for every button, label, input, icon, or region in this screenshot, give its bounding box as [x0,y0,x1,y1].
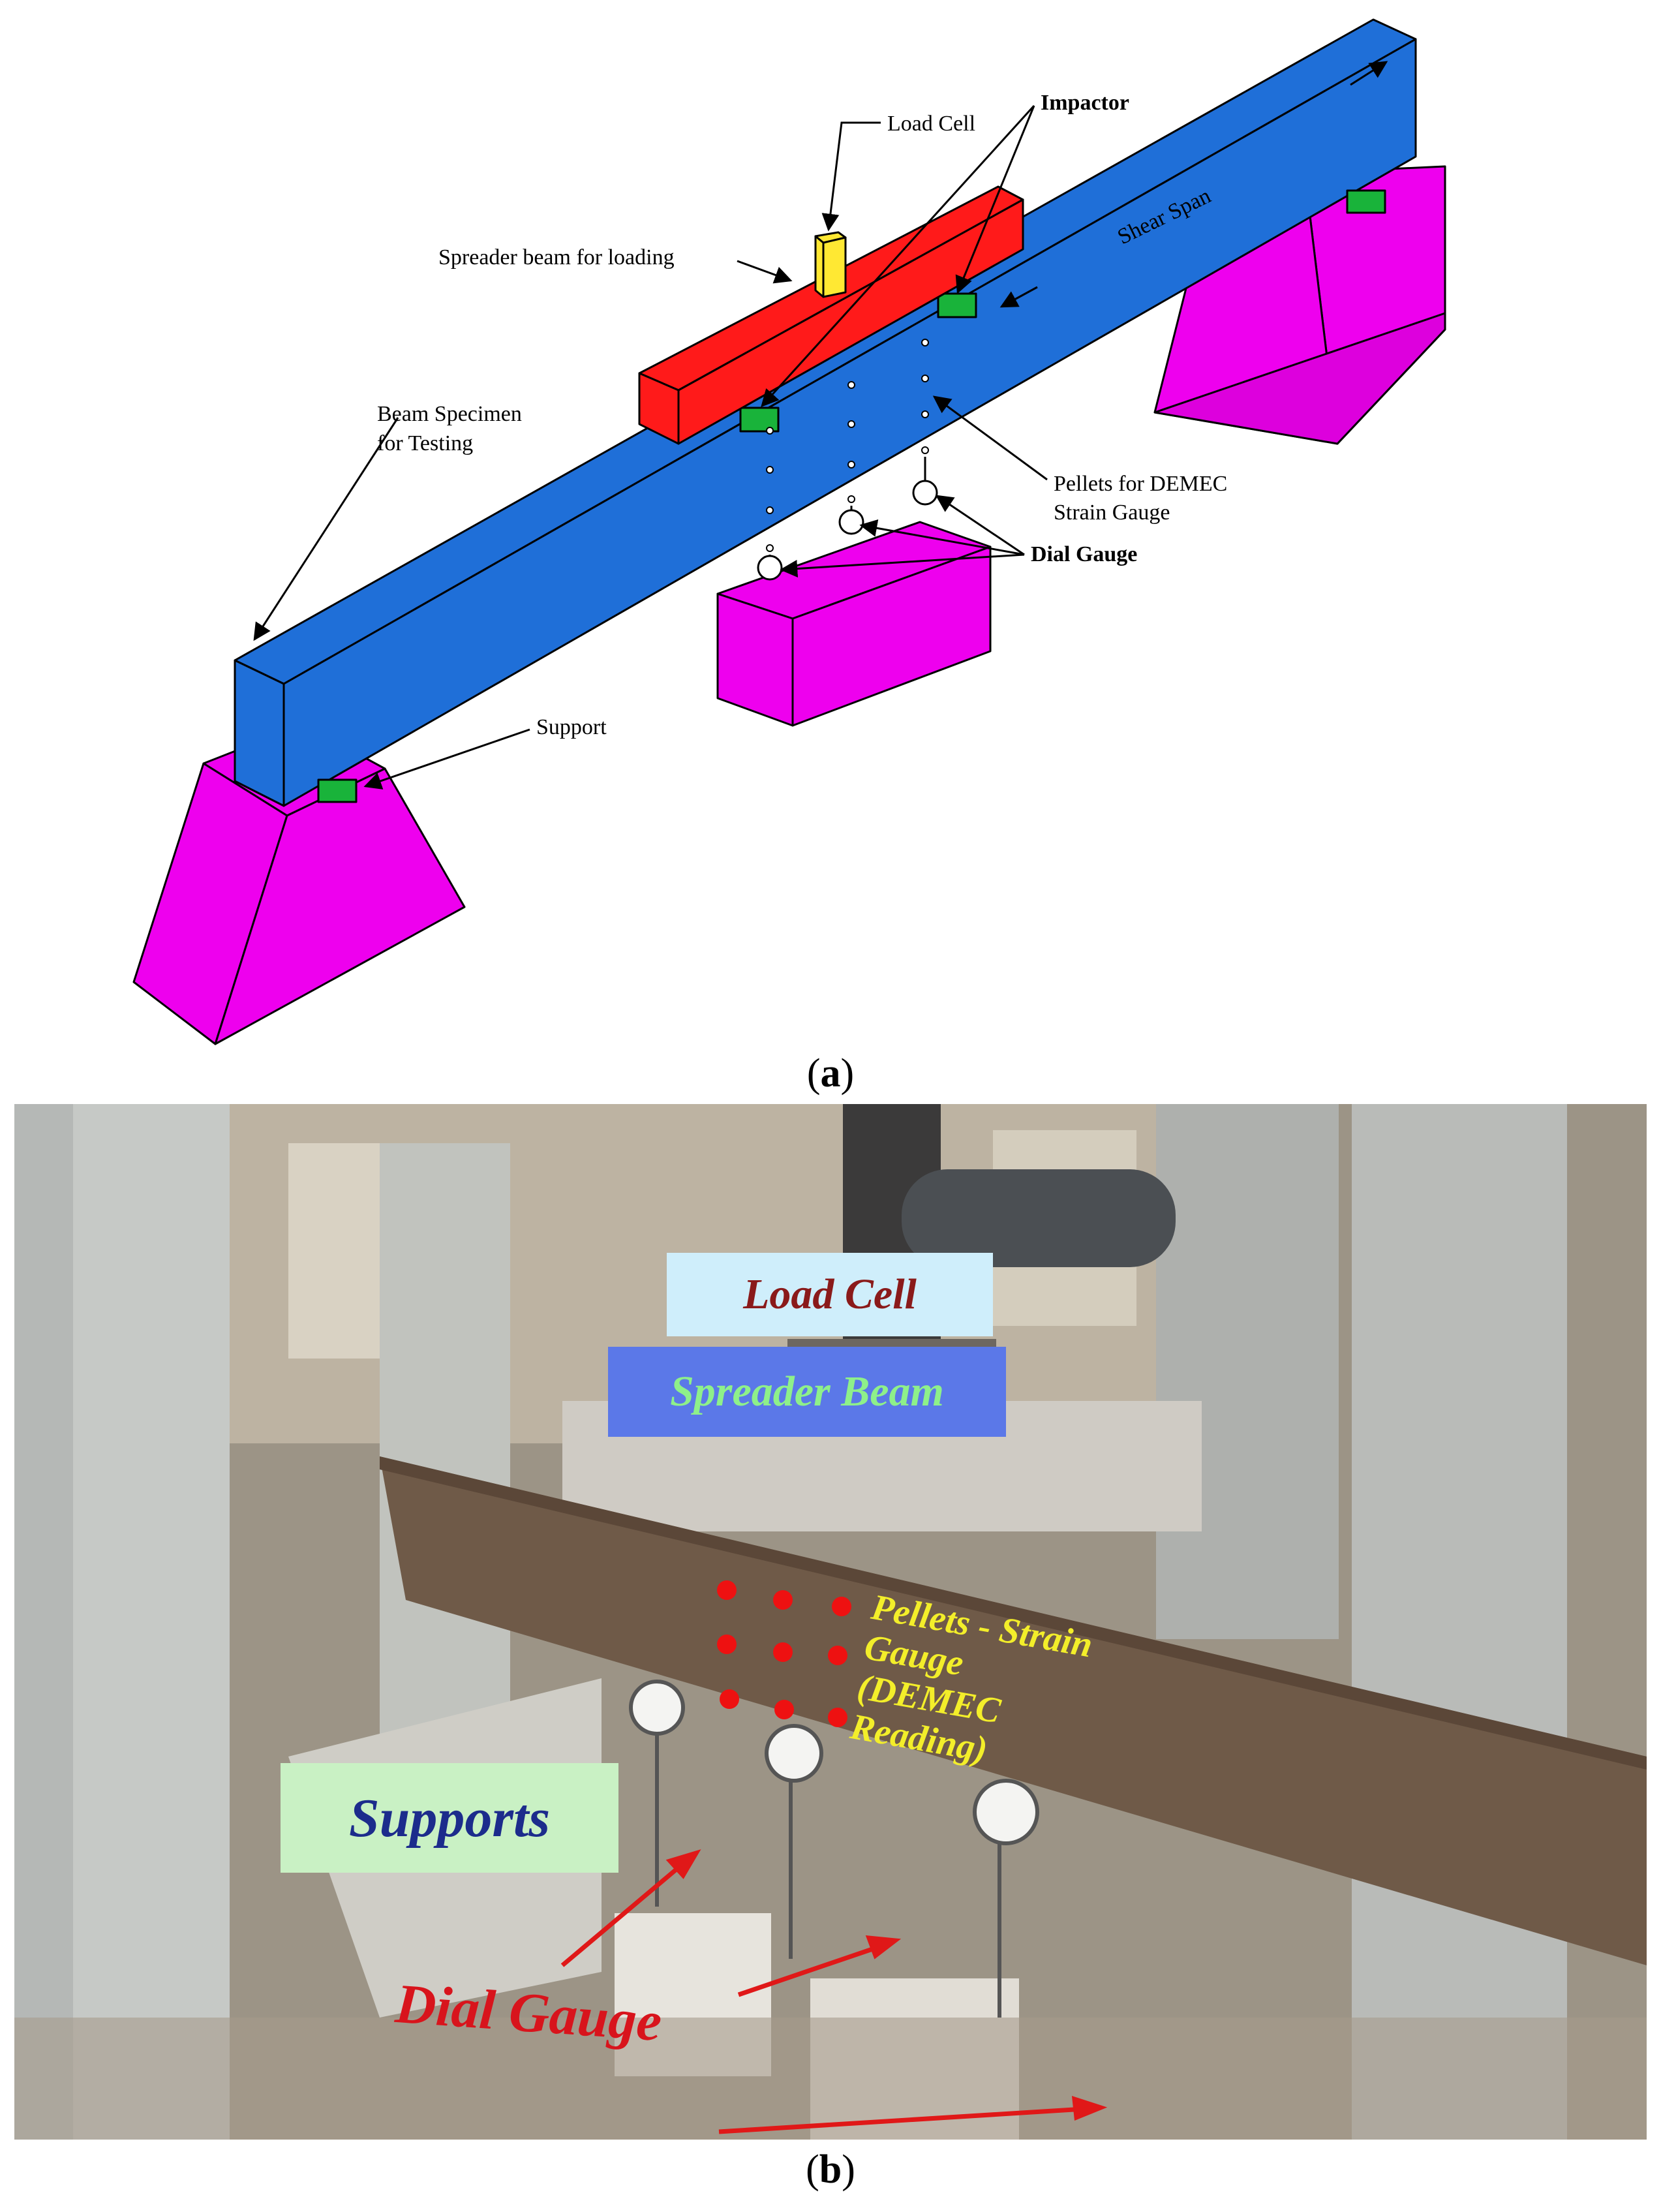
label-pellets-2: Strain Gauge [1054,500,1170,525]
beam-test-schematic: Load Cell Impactor Spreader beam for loa… [132,18,1446,1045]
pellet-dot [828,1708,847,1727]
impactor-left [739,407,780,433]
dial-gauge-icon [912,480,938,506]
pellet-dot [773,1642,793,1662]
dial-gauge-arrows [560,1849,1108,2134]
label-impactor: Impactor [1041,91,1129,115]
annotation-spreader-beam: Spreader Beam [608,1347,1006,1437]
dial-gauge-icon [973,1779,1039,1845]
pellet [766,466,774,474]
label-support: Support [536,715,607,739]
dial-gauge-icon [757,555,783,581]
pellet [847,461,855,469]
label-beam-specimen-1: Beam Specimen [377,402,522,426]
label-spreader-beam: Spreader beam for loading [438,245,675,269]
right-support-block [1153,165,1446,445]
pellet [847,420,855,428]
pellet [847,381,855,389]
dial-gauges [757,457,938,581]
dial-gauge-stand-block [716,521,992,727]
pellet-dot [832,1597,851,1616]
lab-photo-scene [14,1104,1647,2140]
caption-a: (a) [806,1051,855,1096]
pellet [766,427,774,435]
caption-a-letter: a [820,1051,841,1096]
pellet-dot [717,1580,737,1600]
pellet-dot [720,1689,739,1709]
label-beam-specimen-2: for Testing [377,431,473,455]
bearing-right [1346,189,1386,214]
pellet [921,375,929,382]
pellet [921,446,929,454]
bearing-left [317,778,358,803]
caption-b-letter: b [819,2147,842,2192]
caption-b: (b) [806,2147,855,2192]
beam-specimen-photo [380,1456,1647,1965]
pellet-dots [717,1580,851,1727]
load-cell-block [814,231,847,298]
pellet-dot [828,1646,847,1665]
pellet-dot [773,1590,793,1610]
annotation-load-cell: Load Cell [667,1253,993,1336]
pellet-dot [717,1635,737,1654]
pellet [766,506,774,514]
label-dial-gauge: Dial Gauge [1031,542,1137,566]
demec-pellets [766,339,929,552]
lab-photo: Load Cell Spreader Beam Supports Pellets… [14,1104,1647,2140]
pellet [847,495,855,503]
pellet-dot [774,1700,794,1719]
dial-gauge-icon [629,1680,685,1736]
annotation-supports: Supports [281,1763,618,1873]
pellet [766,544,774,552]
impactor-right [937,292,977,318]
label-load-cell: Load Cell [887,112,975,136]
label-pellets-1: Pellets for DEMEC [1054,472,1227,496]
pellet [921,339,929,346]
dial-gauge-icon [765,1724,823,1783]
pellet [921,410,929,418]
dial-gauge-icon [838,509,864,535]
